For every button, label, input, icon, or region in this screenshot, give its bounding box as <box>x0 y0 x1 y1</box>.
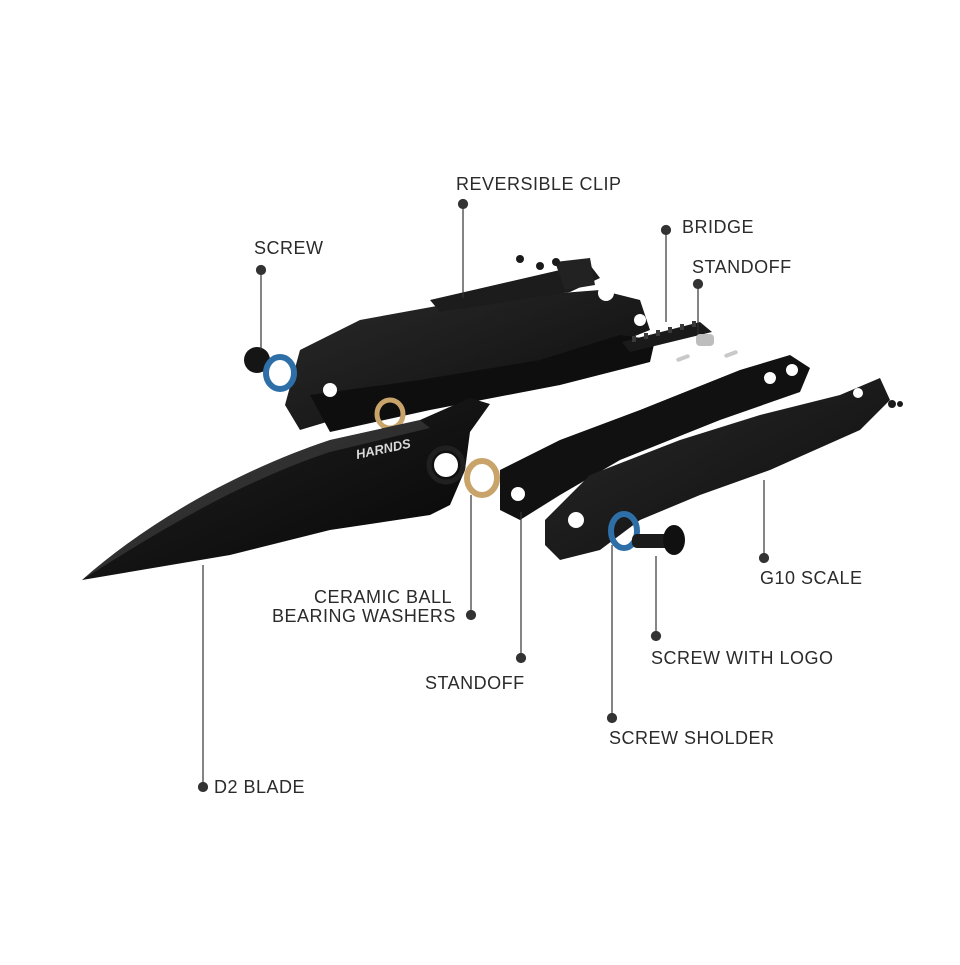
liner-hole <box>786 364 798 376</box>
rear-liner <box>310 335 655 432</box>
label-reversible-clip: REVERSIBLE CLIP <box>456 174 622 194</box>
left-screw-assembly <box>244 347 297 392</box>
liner-hole <box>764 372 776 384</box>
scale-hole <box>853 388 863 398</box>
leader-dot <box>606 712 618 724</box>
screw-shaft <box>632 534 672 548</box>
leader-dot <box>650 630 662 642</box>
small-screw <box>536 262 544 270</box>
leader-dot <box>255 264 267 276</box>
leader-dot <box>465 609 477 621</box>
label-screw-with-logo: SCREW WITH LOGO <box>651 648 834 668</box>
label-bearing-washers: BEARING WASHERS <box>272 606 456 626</box>
pivot-hole <box>434 453 458 477</box>
pivot-hole-rim <box>426 445 466 485</box>
small-screw <box>897 401 903 407</box>
screw-head <box>244 347 270 373</box>
pin-part <box>676 354 690 362</box>
screw-logo-head <box>663 525 685 555</box>
label-bridge: BRIDGE <box>682 217 755 237</box>
d2-blade-part: HARNDS <box>82 398 490 580</box>
bridge-teeth <box>632 321 696 342</box>
front-liner <box>500 355 810 520</box>
front-screw-assembly <box>608 511 685 555</box>
small-screw <box>888 400 896 408</box>
label-screw: SCREW <box>254 238 324 258</box>
screw-sholder-washer <box>608 511 640 551</box>
label-ceramic-ball: CERAMIC BALL <box>314 587 453 607</box>
screw-washer-blue <box>263 354 297 392</box>
blade-shape <box>82 398 490 580</box>
bridge-part <box>622 322 712 352</box>
liner-hole <box>598 285 614 301</box>
small-screw <box>552 258 560 266</box>
label-g10-scale: G10 SCALE <box>760 568 863 588</box>
scale-hole <box>568 512 584 528</box>
label-screw-sholder: SCREW SHOLDER <box>609 728 775 748</box>
leader-lines <box>197 198 770 793</box>
leader-dot <box>457 198 469 210</box>
blade-spine-highlight <box>82 420 430 580</box>
small-screw <box>876 391 884 399</box>
label-d2-blade: D2 BLADE <box>214 777 306 797</box>
liner-hole <box>634 314 646 326</box>
front-handle-assembly <box>500 355 903 560</box>
label-standoff-top: STANDOFF <box>692 257 792 277</box>
label-standoff-bottom: STANDOFF <box>425 673 525 693</box>
clip-tab <box>555 258 595 290</box>
front-bearing-washer <box>464 458 500 498</box>
leader-dot <box>758 552 770 564</box>
leader-dot <box>197 781 209 793</box>
small-screw <box>516 255 524 263</box>
liner-hole <box>323 383 337 397</box>
reversible-clip-shape <box>430 265 600 312</box>
pin-part <box>724 350 738 358</box>
rear-handle-assembly <box>285 255 738 432</box>
standoff-top-part <box>696 334 714 346</box>
leader-dot <box>660 224 672 236</box>
leader-dot <box>692 278 704 290</box>
liner-hole <box>511 487 525 501</box>
leader-dot <box>515 652 527 664</box>
